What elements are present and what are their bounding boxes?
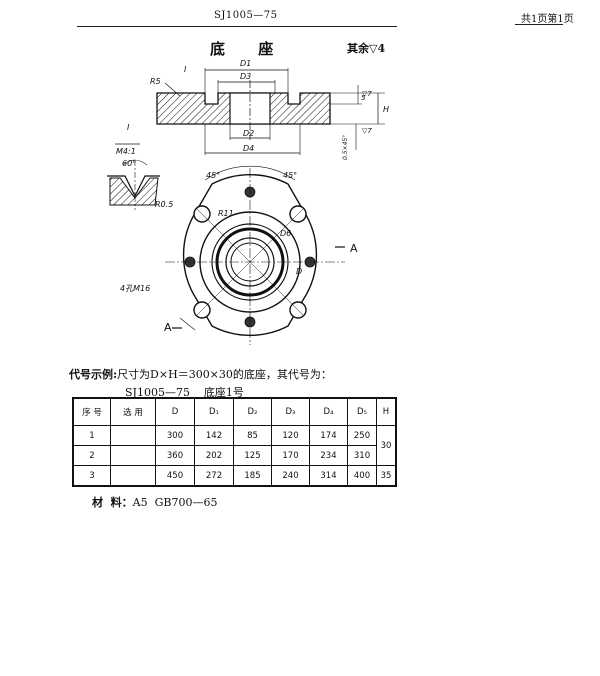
section-a-right-label: A	[350, 242, 358, 255]
dim-5-label: 5	[361, 94, 366, 102]
col-header-d2: D₂	[233, 397, 272, 426]
table-cell-h: 35	[376, 465, 397, 487]
table-cell: 400	[347, 465, 377, 487]
example-line: 代号示例:尺寸为D×H＝300×30的底座，其代号为：	[69, 366, 332, 382]
material-label: 材 料：	[92, 496, 133, 509]
angle-60-label: 60°	[122, 159, 136, 168]
page-info: 共1页第1页	[521, 14, 574, 25]
radius-r05-label: R0.5	[155, 200, 173, 209]
col-header-d: D	[155, 397, 195, 426]
table-cell: 174	[309, 425, 348, 446]
dim-h-label: H	[383, 105, 389, 114]
dim-d3-label: D3	[240, 72, 251, 81]
table-cell: 142	[194, 425, 234, 446]
angle-45b-label: 45°	[283, 171, 297, 180]
table-cell	[110, 425, 156, 446]
table-row: 3 450 272 185 240 314 400 35	[72, 465, 397, 487]
col-header-d5: D₅	[347, 397, 377, 426]
dimension-table: 序 号 选 用 D D₁ D₂ D₃ D₄ D₅ H 1 300 142 85 …	[72, 397, 397, 487]
detail-view	[107, 143, 160, 210]
dim-d-label: D	[296, 267, 302, 276]
table-cell-h: 30	[376, 425, 397, 466]
section-view	[156, 68, 385, 155]
table-cell: 85	[233, 425, 272, 446]
example-text: 尺寸为D×H＝300×30的底座，其代号为：	[117, 368, 332, 381]
material-line: 材 料：A5 GB700—65	[92, 494, 217, 510]
material-value: A5 GB700—65	[132, 496, 218, 509]
col-header-select: 选 用	[110, 397, 156, 426]
plan-view	[165, 165, 345, 345]
angle-45a-label: 45°	[206, 171, 220, 180]
col-header-index: 序 号	[72, 397, 111, 426]
document-code: SJ1005—75	[214, 10, 278, 21]
table-cell: 240	[271, 465, 310, 487]
finish-7b-label: ▽7	[362, 127, 372, 135]
section-a-left-label: A	[164, 321, 172, 334]
header-rule-right	[515, 24, 563, 25]
technical-drawing: D1 D3 D2 D4 R5 I I M4:1 60° R0.5 H 5 ▽7 …	[107, 59, 389, 345]
dim-d1-label: D1	[240, 59, 251, 68]
example-code-line: SJ1005—75 底座1号	[125, 386, 244, 399]
col-header-d4: D₄	[309, 397, 348, 426]
table-cell: 314	[309, 465, 348, 487]
detail-scale-label: M4:1	[116, 147, 136, 156]
table-cell	[110, 445, 156, 466]
table-cell: 120	[271, 425, 310, 446]
finish-7a-label: ▽7	[362, 90, 372, 98]
dim-d2-label: D2	[243, 129, 254, 138]
detail-marker-label: I	[184, 65, 187, 74]
dim-d4-label: D4	[243, 144, 254, 153]
table-cell: 300	[155, 425, 195, 446]
col-header-d3: D₃	[271, 397, 310, 426]
table-cell: 3	[72, 465, 111, 487]
table-cell: 1	[72, 425, 111, 446]
table-cell: 310	[347, 445, 377, 466]
radius-r5-label: R5	[150, 77, 161, 86]
page-title: 底 座	[210, 40, 288, 58]
detail-title-label: I	[127, 123, 130, 132]
table-cell: 2	[72, 445, 111, 466]
table-cell: 250	[347, 425, 377, 446]
table-cell: 450	[155, 465, 195, 487]
col-header-d1: D₁	[194, 397, 234, 426]
col-header-h: H	[376, 397, 397, 426]
table-cell: 125	[233, 445, 272, 466]
table-cell: 272	[194, 465, 234, 487]
header-rule	[77, 26, 397, 27]
table-cell: 234	[309, 445, 348, 466]
table-cell: 202	[194, 445, 234, 466]
table-row: 1 300 142 85 120 174 250 30	[72, 425, 397, 466]
table-cell: 360	[155, 445, 195, 466]
table-cell	[110, 465, 156, 487]
radius-r11-label: R11	[218, 209, 234, 218]
surface-finish-note: 其余▽4	[347, 42, 386, 55]
chamfer-label: 0.5×45°	[342, 135, 349, 160]
example-lead: 代号示例:	[69, 368, 118, 381]
dim-d6-label: D6	[280, 229, 291, 238]
holes-label: 4孔M16	[120, 284, 150, 293]
table-cell: 185	[233, 465, 272, 487]
table-header-row: 序 号 选 用 D D₁ D₂ D₃ D₄ D₅ H	[72, 397, 397, 426]
table-cell: 170	[271, 445, 310, 466]
table-row: 2 360 202 125 170 234 310	[72, 445, 396, 466]
